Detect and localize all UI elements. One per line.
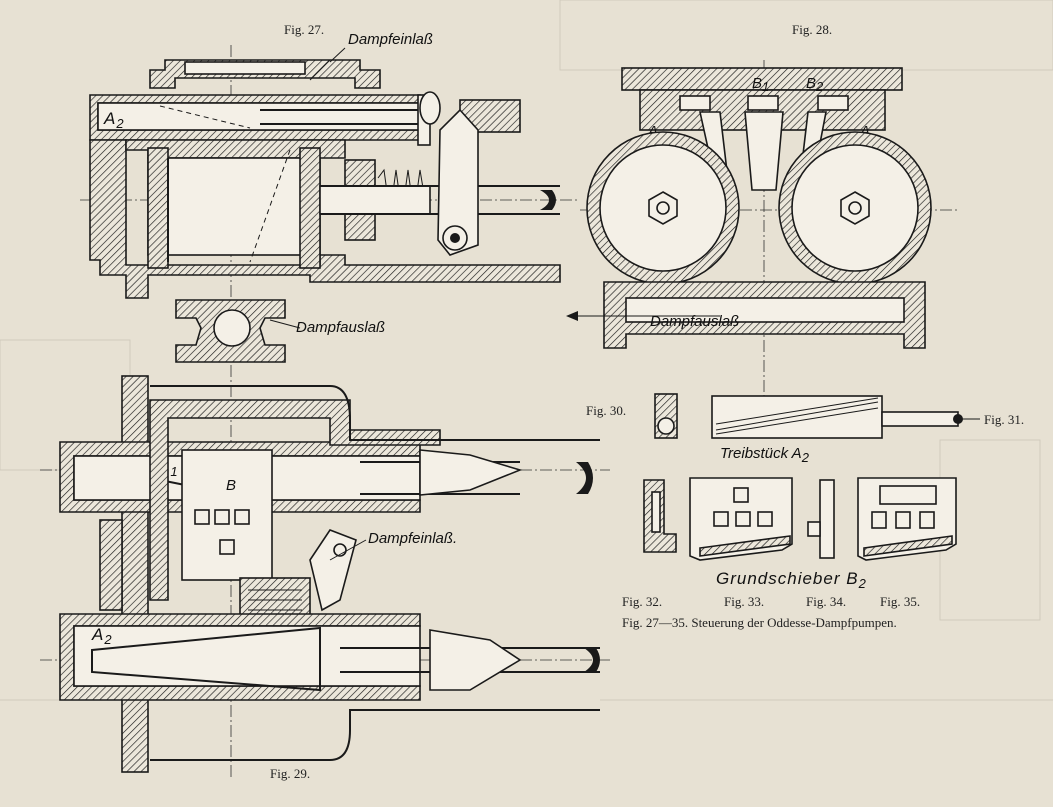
fig-29-inlet-label: Dampfeinlaß. <box>368 530 457 547</box>
grundschieber-title: Grundschieber B2 <box>716 569 867 591</box>
fig-28-label-a1: A <box>647 123 658 140</box>
fig-28-caption: Fig. 28. <box>792 22 832 37</box>
fig-33-caption: Fig. 33. <box>724 594 764 609</box>
fig-29-label-b: B <box>226 477 236 494</box>
summary-caption: Fig. 27—35. Steuerung der Oddesse-Dampfp… <box>622 615 897 630</box>
fig-27-label-a2: A2 <box>103 109 125 131</box>
fig-27-caption: Fig. 27. <box>284 22 324 37</box>
fig-31-title: Treibstück A2 <box>720 445 810 465</box>
fig-27-drawing: Fig. 27. A2 <box>80 22 580 780</box>
fig-28-outlet-label: Dampfauslaß <box>650 313 739 330</box>
fig-31-caption: Fig. 31. <box>984 412 1024 427</box>
fig-28-label-b1: B1 <box>752 75 769 94</box>
fig-30-caption: Fig. 30. <box>586 403 626 418</box>
fig-28-drawing: Fig. 28. B1 B2 A A <box>566 22 960 400</box>
fig-32-part <box>643 479 677 553</box>
fig-29-drawing: Fig. 29. A1 B <box>40 375 610 781</box>
fig-34-part <box>807 479 835 559</box>
fig-35-part <box>857 477 957 561</box>
fig-29-caption: Fig. 29. <box>270 766 310 781</box>
fig-34-caption: Fig. 34. <box>806 594 846 609</box>
fig-30-part <box>654 393 678 439</box>
fig-32-caption: Fig. 32. <box>622 594 662 609</box>
fig-35-caption: Fig. 35. <box>880 594 920 609</box>
fig-33-part <box>689 477 793 561</box>
fig-31-treibstueck <box>711 395 980 439</box>
detail-figures: Fig. 30. Fig. 31. Treibstück A2 Fig. 32. <box>586 393 1024 630</box>
fig-28-label-a2: A <box>859 123 870 140</box>
fig-27-outlet-label: Dampfauslaß <box>296 319 385 336</box>
fig-28-label-b2: B2 <box>806 75 824 94</box>
fig-27-inlet-label: Dampfeinlaß <box>348 31 433 48</box>
fig-29-label-a2: A2 <box>91 625 113 647</box>
